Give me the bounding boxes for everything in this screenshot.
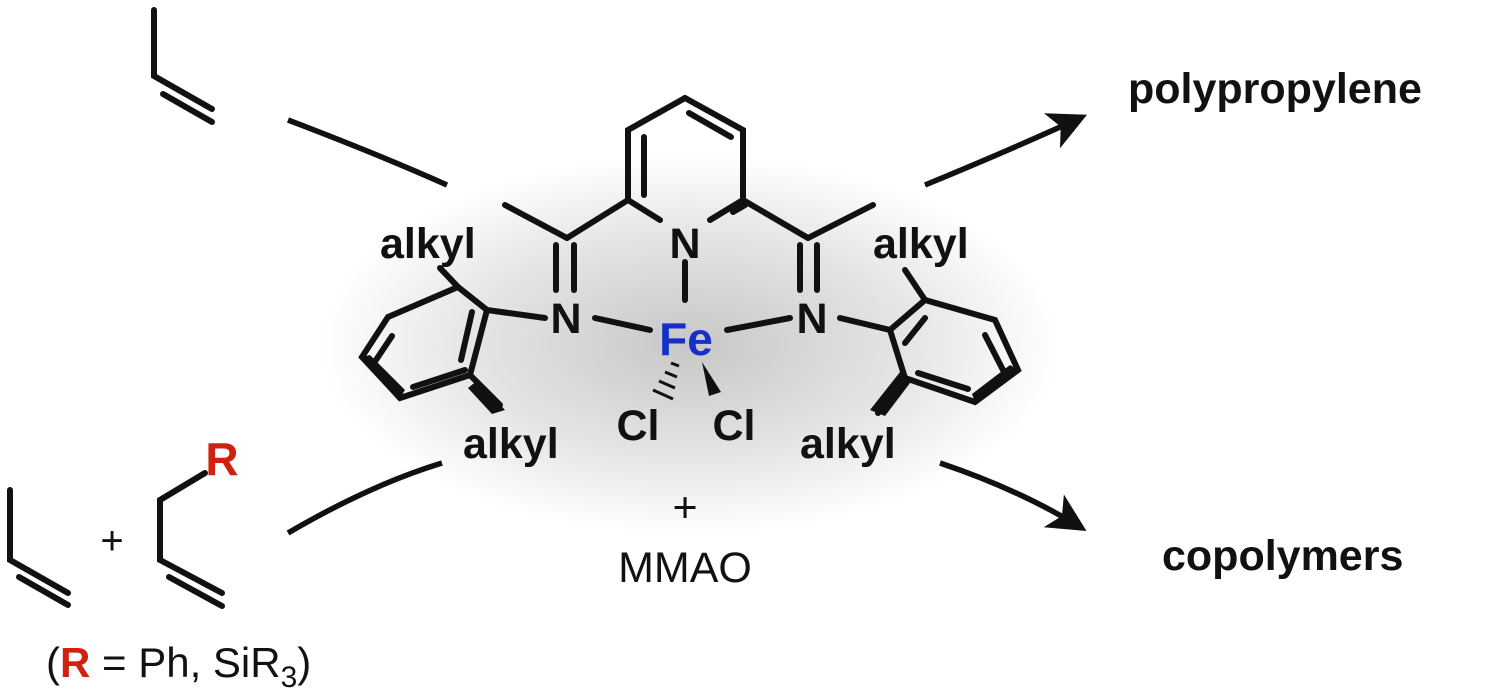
note-subscript: 3 bbox=[281, 661, 298, 694]
atom-n-pyridine: N bbox=[669, 220, 700, 268]
product-copolymers: copolymers bbox=[1162, 532, 1403, 580]
note-open-paren: ( bbox=[46, 639, 60, 686]
atom-n-imine-right: N bbox=[796, 295, 827, 343]
atom-fe: Fe bbox=[659, 313, 713, 365]
product-polypropylene: polypropylene bbox=[1128, 65, 1422, 113]
atom-cl-1: Cl bbox=[617, 402, 660, 450]
alkyl-lower-left: alkyl bbox=[463, 420, 559, 468]
atom-n-imine-left: N bbox=[550, 295, 581, 343]
r-group-label: R bbox=[205, 433, 238, 485]
propylene-top bbox=[151, 7, 215, 125]
arrow-to-copolymers bbox=[939, 460, 1087, 532]
cocatalyst-plus: + bbox=[672, 484, 697, 532]
catalyst-structure bbox=[358, 95, 1022, 416]
curve-in-bottom bbox=[286, 460, 443, 536]
wedge-bond-cl2 bbox=[702, 362, 721, 396]
propylene-bottom bbox=[7, 487, 71, 608]
hashed-bond-cl1 bbox=[652, 361, 680, 401]
alkyl-upper-left: alkyl bbox=[380, 220, 476, 268]
note-definition: = Ph, SiR bbox=[90, 639, 280, 686]
arrow-to-polypropylene bbox=[923, 113, 1088, 188]
substituent-note: (R = Ph, SiR3) bbox=[46, 639, 311, 694]
catalyst-glow bbox=[320, 155, 1060, 535]
atom-cl-2: Cl bbox=[713, 402, 756, 450]
note-close-paren: ) bbox=[297, 639, 311, 686]
note-r: R bbox=[60, 639, 90, 686]
functional-olefin bbox=[157, 470, 225, 609]
alkyl-upper-right: alkyl bbox=[873, 220, 969, 268]
alkyl-lower-right: alkyl bbox=[800, 420, 896, 468]
monomer-plus: + bbox=[100, 519, 123, 563]
curve-in-top bbox=[287, 117, 449, 188]
cocatalyst-mmao: MMAO bbox=[618, 544, 752, 592]
